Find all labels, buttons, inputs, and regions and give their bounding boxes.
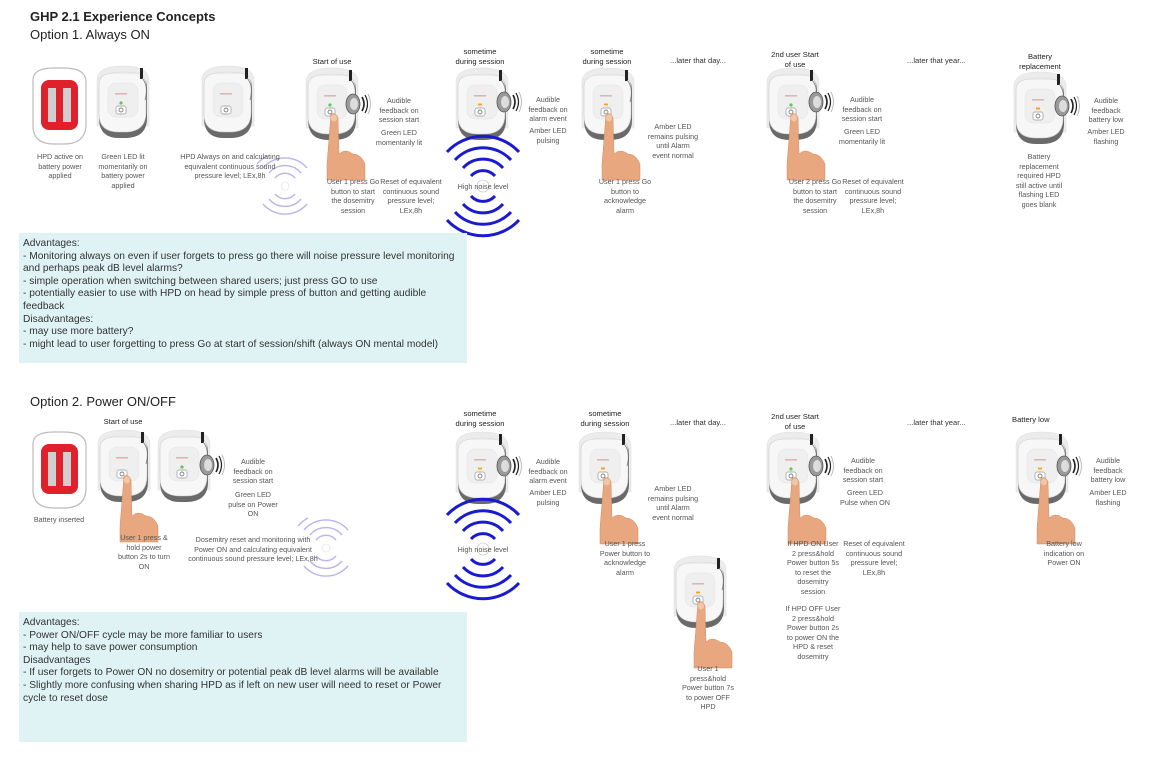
box-line: - might lead to user forgetting to press… xyxy=(23,338,439,350)
caption: User 1 press&hold Power button 7s to pow… xyxy=(682,664,734,712)
high-noise-label: High noise level xyxy=(457,545,509,554)
caption: User 1 press & hold power button 2s to t… xyxy=(118,533,170,571)
high-noise-label: High noise level xyxy=(457,182,509,191)
step-heading: sometime during session xyxy=(455,47,505,66)
later-that-year: ...later that year... xyxy=(907,56,966,65)
caption: If HPD OFF User 2 press&hold Power butto… xyxy=(785,604,841,661)
later-that-day: ...later that day... xyxy=(670,56,726,65)
box-line: - simple operation when switching betwee… xyxy=(23,275,378,287)
caption: User 1 press Power button to acknowledge… xyxy=(599,539,651,577)
device-illustration xyxy=(1015,431,1069,505)
battery-illustration xyxy=(32,431,87,509)
step-heading: sometime during session xyxy=(580,409,630,428)
step-heading: 2nd user Start of use xyxy=(771,412,819,431)
device-illustration xyxy=(673,555,727,629)
option-2-heading: Option 2. Power ON/OFF xyxy=(30,394,176,409)
device-illustration xyxy=(305,67,359,141)
step-heading: sometime during session xyxy=(582,47,632,66)
step-heading: sometime during session xyxy=(455,409,505,428)
page-title: GHP 2.1 Experience Concepts xyxy=(30,9,216,24)
caption: Reset of equivalent continuous sound pre… xyxy=(380,177,442,215)
speaker-icon xyxy=(1056,455,1083,477)
box-line: - potentially easier to use with HPD on … xyxy=(23,288,430,312)
caption: Green LED momentarily lit xyxy=(838,127,886,146)
caption: Battery low indication on Power ON xyxy=(1043,539,1085,568)
caption: HPD Always on and calculating equivalent… xyxy=(180,152,280,181)
caption: If HPD ON User 2 press&hold Power button… xyxy=(787,539,839,596)
caption: Green LED lit momentarily on battery pow… xyxy=(98,152,148,190)
device-illustration xyxy=(578,431,632,505)
box-line: Advantages: xyxy=(23,617,80,628)
box-line: - may help to save power consumption xyxy=(23,642,198,654)
caption: Amber LED remains pulsing until Alarm ev… xyxy=(647,122,699,160)
caption: Amber LED remains pulsing until Alarm ev… xyxy=(647,484,699,522)
caption: Reset of equivalent continuous sound pre… xyxy=(842,177,904,215)
step-heading: Start of use xyxy=(312,57,352,66)
caption: User 1 press Go button to acknowledge al… xyxy=(598,177,652,215)
caption: Amber LED flashing xyxy=(1089,488,1127,507)
box-line: - Power ON/OFF cycle may be more familia… xyxy=(23,629,263,641)
box-line: Disadvantages: xyxy=(23,313,94,325)
caption: Battery inserted xyxy=(33,515,85,524)
box-line: - Slightly more confusing when sharing H… xyxy=(23,679,445,704)
option-1-pros-cons-box: Advantages: - Monitoring always on even … xyxy=(19,233,467,363)
caption: Audible feedback on session start xyxy=(841,95,883,124)
device-illustration xyxy=(157,429,211,503)
caption: Amber LED flashing xyxy=(1087,127,1125,146)
caption: Reset of equivalent continuous sound pre… xyxy=(843,539,905,577)
caption: Audible feedback on session start xyxy=(842,456,884,485)
option-2-pros-cons-box: Advantages: - Power ON/OFF cycle may be … xyxy=(19,612,467,742)
device-illustration xyxy=(96,65,150,139)
device-illustration xyxy=(766,431,820,505)
caption: Green LED pulse on Power ON xyxy=(228,490,278,519)
caption: Battery replacement required HPD still a… xyxy=(1015,152,1063,209)
box-line: Advantages: xyxy=(23,238,80,249)
caption: Audible feedback on alarm event xyxy=(528,95,568,124)
caption: Audible feedback on alarm event xyxy=(528,457,568,486)
caption: Audible feedback on session start xyxy=(378,96,420,125)
caption: HPD active on battery power applied xyxy=(37,152,83,181)
caption: User 2 press Go button to start the dose… xyxy=(788,177,842,215)
speaker-icon xyxy=(199,454,226,476)
later-that-day: ...later that day... xyxy=(670,418,726,427)
step-heading: Battery replacement xyxy=(1019,52,1061,71)
device-illustration xyxy=(455,431,509,505)
device-illustration xyxy=(766,67,820,141)
speaker-icon xyxy=(808,455,835,477)
caption: Green LED momentarily lit xyxy=(375,128,423,147)
device-illustration xyxy=(1013,71,1067,145)
box-line: - If user forgets to Power ON no dosemit… xyxy=(23,667,439,679)
option-1-heading: Option 1. Always ON xyxy=(30,27,150,42)
box-line: Disadvantages xyxy=(23,654,91,666)
caption: Amber LED pulsing xyxy=(529,488,567,507)
caption: Audible feedback battery low xyxy=(1088,96,1124,125)
step-heading: Start of use xyxy=(103,417,143,426)
caption: User 1 press Go button to start the dose… xyxy=(326,177,380,215)
step-heading: 2nd user Start of use xyxy=(771,50,819,69)
device-illustration xyxy=(455,67,509,141)
caption: Green LED Pulse when ON xyxy=(840,488,890,507)
caption: Dosemitry reset and monitoring with Powe… xyxy=(188,535,318,564)
step-heading: Battery low xyxy=(1012,415,1050,424)
device-illustration xyxy=(581,67,635,141)
caption: Audible feedback battery low xyxy=(1090,456,1126,485)
caption: Audible feedback on session start xyxy=(232,457,274,486)
speaker-icon xyxy=(496,455,523,477)
box-line: - Monitoring always on even if user forg… xyxy=(23,250,458,275)
later-that-year: ...later that year... xyxy=(907,418,966,427)
caption: Amber LED pulsing xyxy=(529,126,567,145)
box-line: - may use more battery? xyxy=(23,326,134,338)
